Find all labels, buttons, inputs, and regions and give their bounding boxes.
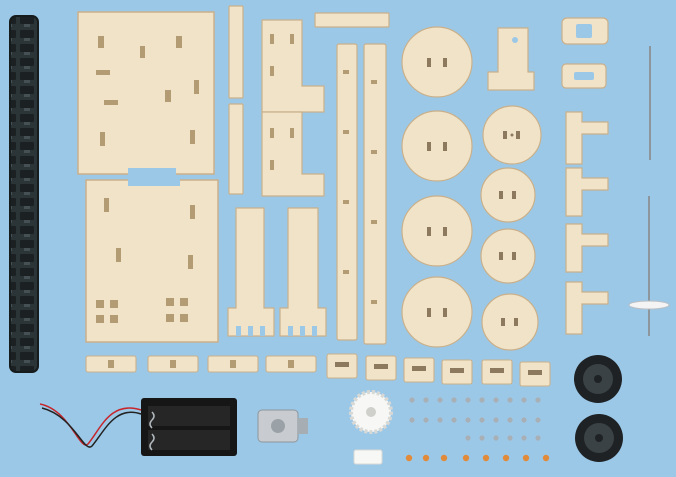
- thin-slats: [228, 5, 390, 195]
- screws: [409, 397, 541, 441]
- axle-gear-small: [628, 300, 670, 310]
- large-wooden-discs: [401, 26, 473, 348]
- base-plate-top: [77, 11, 215, 176]
- tank-track-belt: [9, 15, 39, 373]
- orange-nuts: [405, 454, 550, 462]
- base-plate-bottom: [85, 178, 219, 343]
- dc-motor: [257, 409, 308, 443]
- connector-pieces: [85, 355, 317, 373]
- medium-wooden-discs: [480, 105, 542, 351]
- battery-box: [141, 398, 237, 456]
- long-rails: [336, 43, 387, 345]
- metal-axles: [648, 46, 651, 336]
- side-brackets: [261, 19, 325, 197]
- rubber-wheels: [574, 355, 623, 462]
- leg-pieces: [227, 207, 327, 337]
- white-pinion: [353, 449, 383, 465]
- battery-wires: [39, 403, 142, 448]
- t-shaped-clips: [565, 111, 609, 335]
- white-gear: [349, 390, 393, 434]
